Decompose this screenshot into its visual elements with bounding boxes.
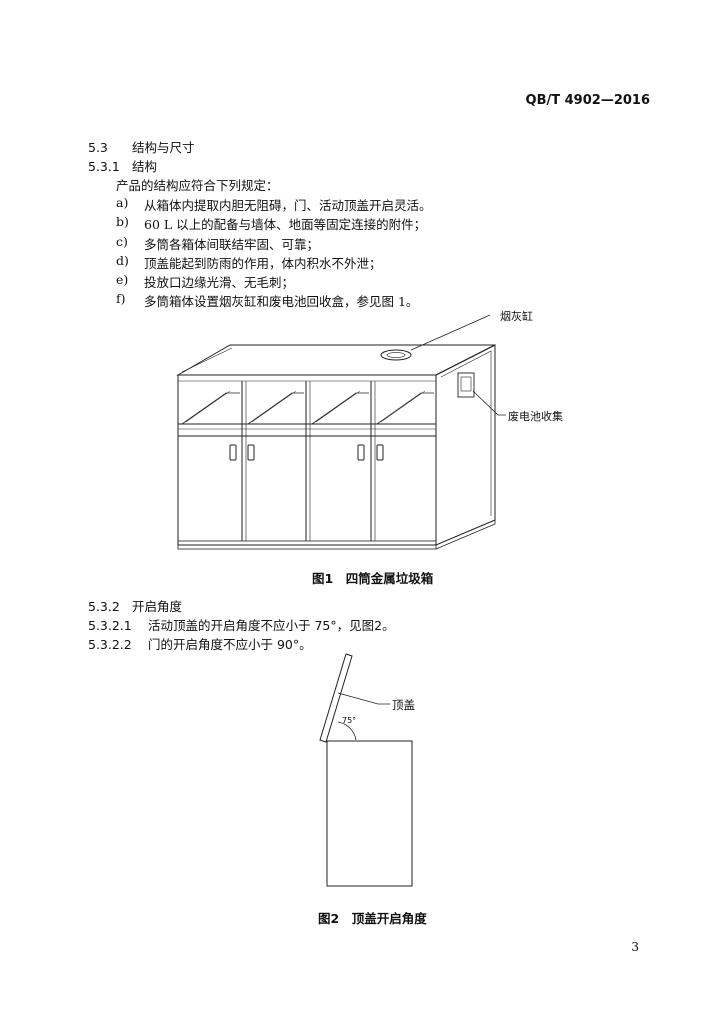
callout-ashtray: 烟灰缸 [500,310,533,323]
figure2-lid-drawing [319,653,413,887]
figure2-caption: 图2 顶盖开启角度 [318,911,427,926]
subclause-5-3-2-1: 5.3.2.1 活动顶盖的开启角度不应小于 75°，见图2。 [88,615,395,634]
figure1-caption: 图1 四筒金属垃圾箱 [312,571,434,586]
battery-box [457,372,475,398]
section-heading-5-3-2: 5.3.2 开启角度 [88,596,182,615]
subclause-text: 门的开启角度不应小于 90°。 [147,637,312,652]
angle-mark: 75° [342,716,357,725]
subclause-number: 5.3.2.2 [88,637,132,652]
list-item-d: d) 顶盖能起到防雨的作用，体内积水不外泄； [116,253,596,271]
list-item-b: b) 60 L 以上的配备与墙体、地面等固定连接的附件； [116,214,596,232]
section-number: 5.3.1 [88,159,120,174]
figure1-bin-drawing [176,314,506,550]
list-item-text: 多筒箱体设置烟灰缸和废电池回收盒，参见图 1。 [144,294,419,309]
section-heading-5-3-1: 5.3.1 结构 [88,156,157,175]
list-item-text: 顶盖能起到防雨的作用，体内积水不外泄； [144,256,382,271]
subclause-5-3-2-2: 5.3.2.2 门的开启角度不应小于 90°。 [88,634,312,653]
structure-intro: 产品的结构应符合下列规定： [116,178,279,193]
list-item-text: 投放口边缘光滑、无毛刺； [144,275,295,290]
subclause-number: 5.3.2.1 [88,618,132,633]
list-item-label: b) [116,214,129,229]
list-item-label: c) [116,234,128,249]
standard-code: QB/T 4902—2016 [525,93,650,108]
section-title: 开启角度 [131,599,182,614]
section-number: 5.3 [88,140,108,155]
subclause-text: 活动顶盖的开启角度不应小于 75°，见图2。 [147,618,395,633]
callout-battery: 废电池收集 [508,410,563,423]
section-title: 结构 [131,159,157,174]
page-number: 3 [631,940,639,954]
section-heading-5-3: 5.3 结构与尺寸 [88,137,195,156]
list-item-label: d) [116,253,129,268]
list-item-c: c) 多筒各箱体间联结牢固、可靠； [116,234,596,252]
list-item-text: 60 L 以上的配备与墙体、地面等固定连接的附件； [144,217,427,232]
section-title: 结构与尺寸 [131,140,195,155]
list-item-label: f) [116,291,126,306]
callout-lid: 顶盖 [392,698,415,712]
list-item-label: e) [116,272,129,287]
list-item-label: a) [116,195,129,210]
list-item-a: a) 从箱体内提取内胆无阻碍，门、活动顶盖开启灵活。 [116,195,596,213]
list-item-text: 从箱体内提取内胆无阻碍，门、活动顶盖开启灵活。 [144,198,432,213]
list-item-text: 多筒各箱体间联结牢固、可靠； [144,237,320,252]
list-item-f: f) 多筒箱体设置烟灰缸和废电池回收盒，参见图 1。 [116,291,596,309]
list-item-e: e) 投放口边缘光滑、无毛刺； [116,272,596,290]
section-number: 5.3.2 [88,599,120,614]
ashtray-opening [380,349,412,361]
